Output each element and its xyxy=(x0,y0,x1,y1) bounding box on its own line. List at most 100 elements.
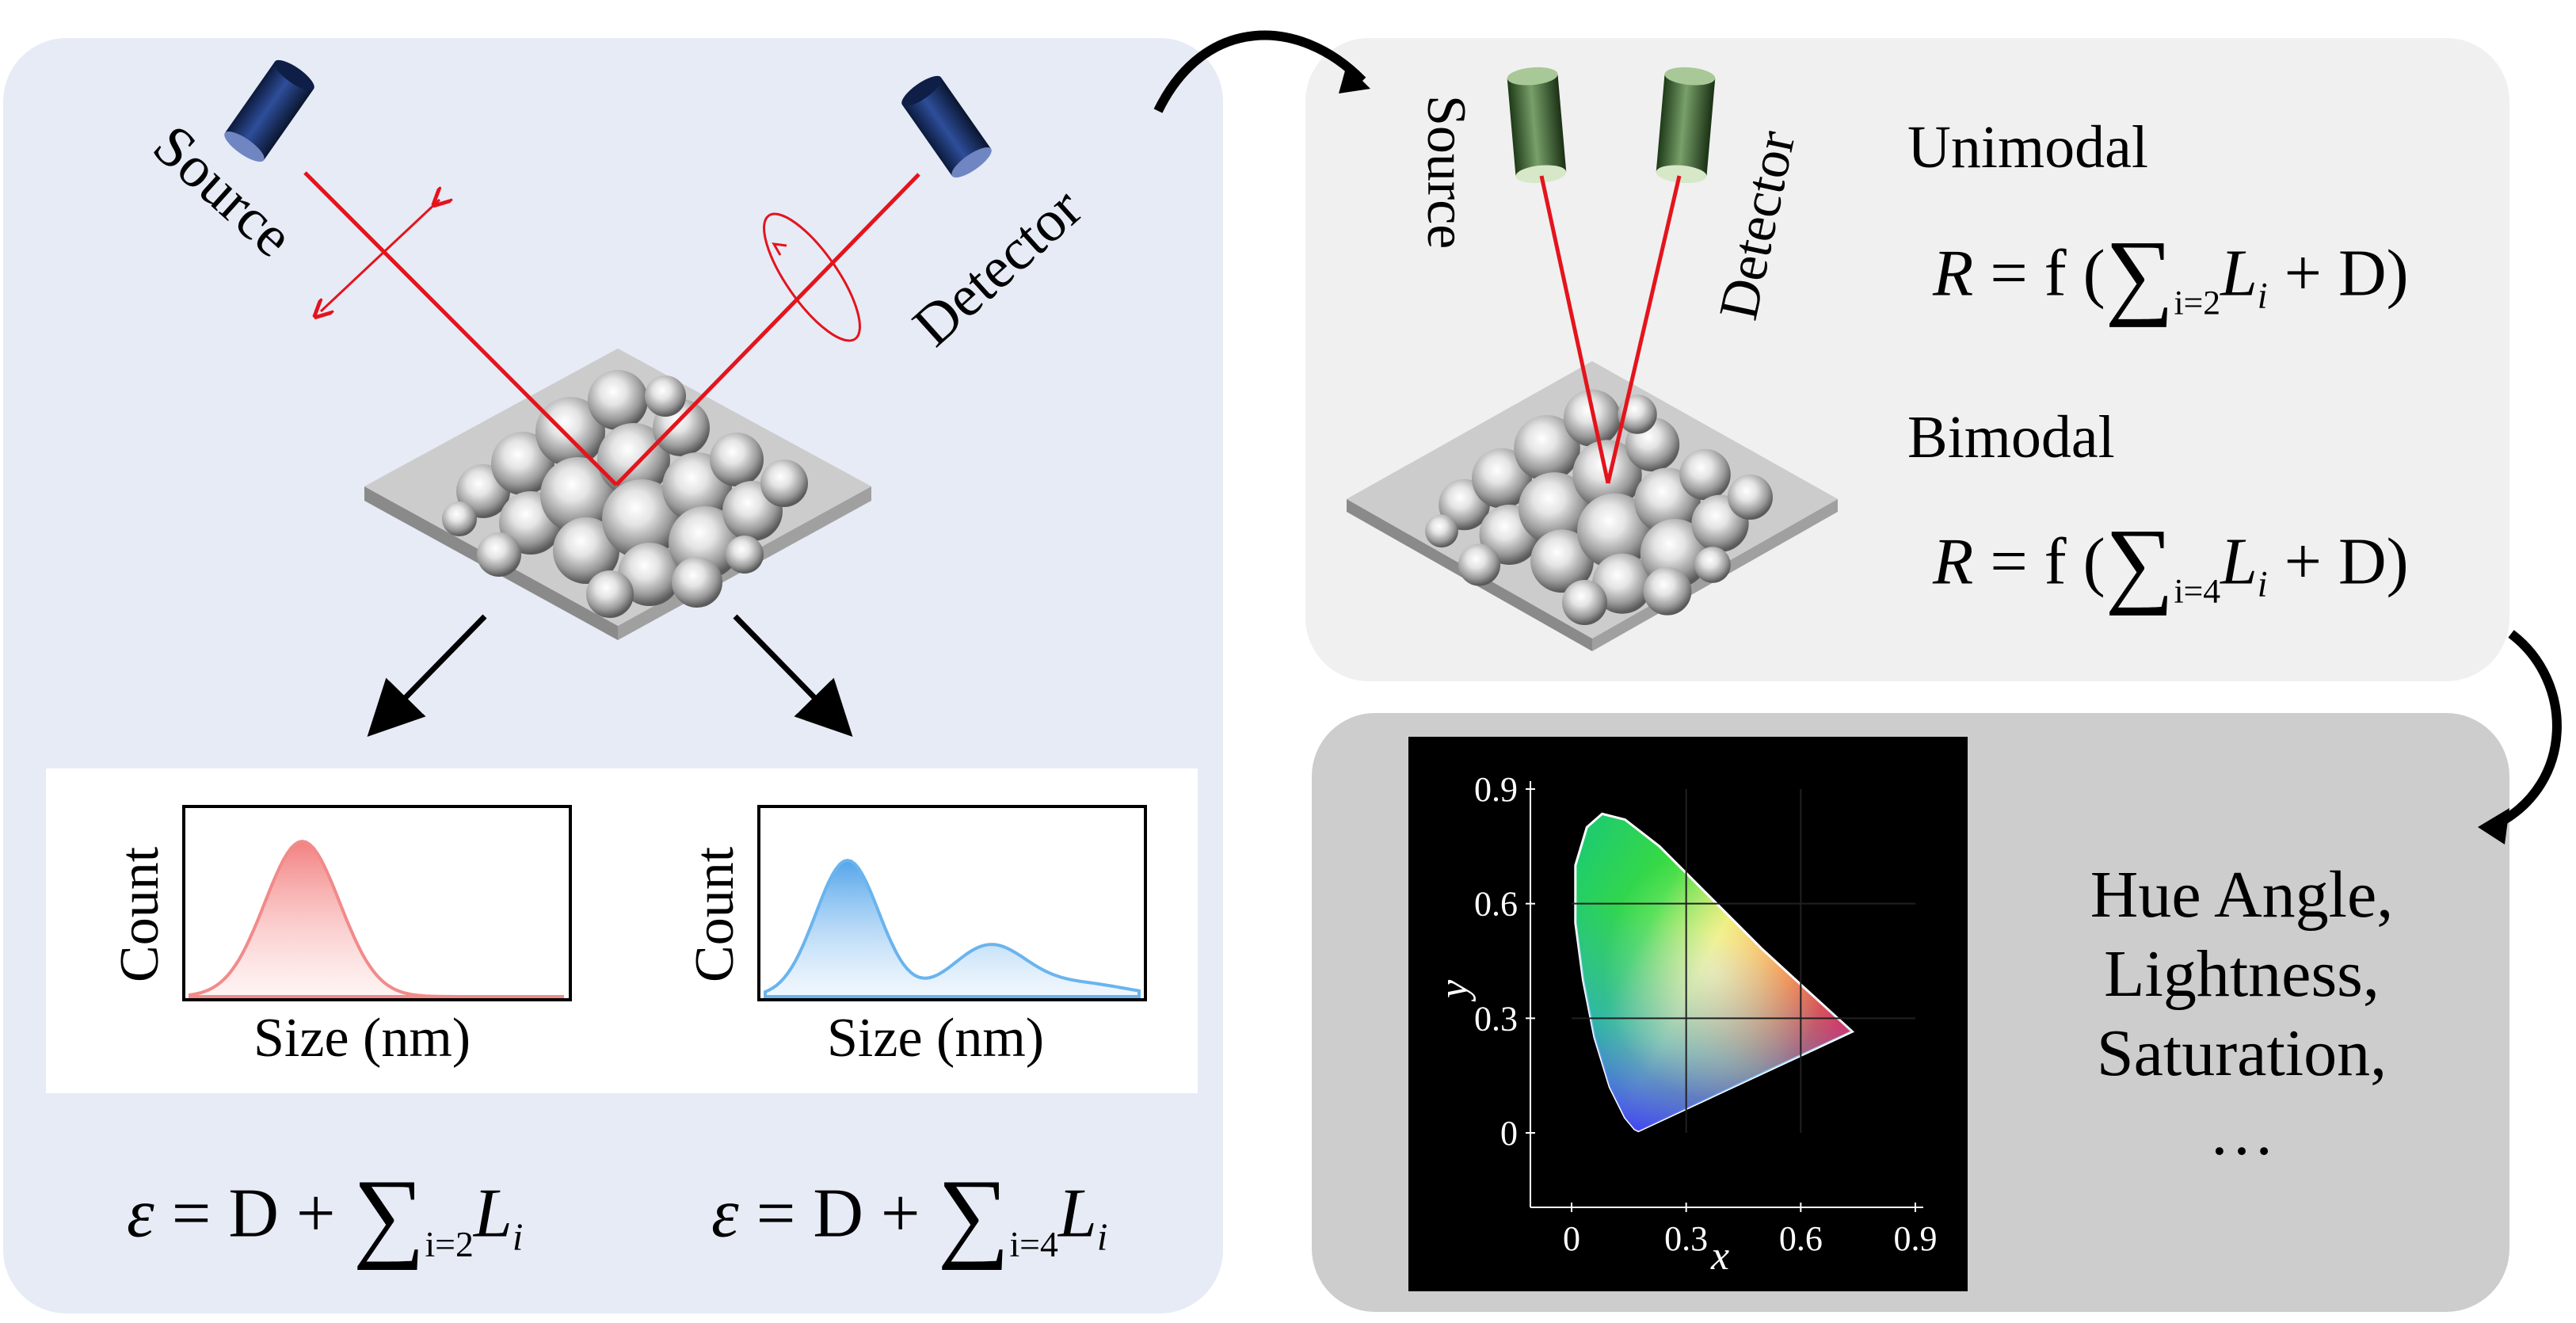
eq-lhs: R xyxy=(1933,524,1974,599)
eq-term: L xyxy=(2220,524,2258,599)
eq-tail: + D) xyxy=(2284,236,2409,311)
nanoparticle-substrate-left xyxy=(364,349,871,640)
x-tick-label: 0 xyxy=(1563,1219,1580,1258)
unimodal-distribution-curve xyxy=(189,839,564,998)
nanoparticle xyxy=(553,517,619,584)
source-device-icon-right xyxy=(1507,67,1567,184)
sum-index: i=4 xyxy=(1009,1223,1058,1264)
eq-epsilon-unimodal: ε = D + ∑i=2Li xyxy=(127,1164,524,1266)
bimodal-ylabel: Count xyxy=(684,846,745,982)
nanoparticle xyxy=(1562,580,1607,625)
chart-xlabel: x xyxy=(1711,1233,1730,1279)
bimodal-distribution-curve xyxy=(764,858,1141,998)
detector-device-icon xyxy=(901,75,992,178)
eq-lhs: R xyxy=(1933,236,1974,311)
arrow-to-unimodal xyxy=(367,614,487,738)
gamut-white-point xyxy=(1575,814,1853,1131)
nanoparticle-substrate-right xyxy=(1347,361,1838,651)
eq-term-sub: i xyxy=(1096,1216,1108,1259)
nanoparticle xyxy=(442,501,477,536)
nanoparticle xyxy=(588,370,648,430)
nanoparticle xyxy=(535,397,605,467)
nanoparticle xyxy=(760,459,808,507)
nanoparticle xyxy=(1679,448,1731,501)
nanoparticle xyxy=(1728,475,1773,520)
sum-symbol: ∑ xyxy=(937,1158,1010,1271)
bimodal-xlabel: Size (nm) xyxy=(827,1008,1045,1069)
eq-body: = D + xyxy=(756,1175,920,1252)
nanoparticle xyxy=(672,557,722,608)
eq-mid: = f ( xyxy=(1990,236,2105,311)
x-tick-label: 0.3 xyxy=(1664,1219,1708,1258)
nanoparticle xyxy=(1530,529,1594,593)
elliptical-polarization-icon xyxy=(763,212,861,342)
x-tick-label: 0.9 xyxy=(1894,1219,1938,1258)
nanoparticle xyxy=(597,423,670,496)
nanoparticle xyxy=(1518,472,1591,545)
nanoparticle xyxy=(1425,514,1458,548)
color-properties-list: Hue Angle,Lightness,Saturation,… xyxy=(2028,856,2456,1172)
transition-arrow-top xyxy=(1153,30,1366,113)
nanoparticle xyxy=(1643,566,1692,616)
nanoparticle xyxy=(477,532,521,577)
eq-term-sub: i xyxy=(2257,275,2268,316)
reflected-beam xyxy=(615,173,920,486)
nanoparticle xyxy=(1472,448,1532,509)
property-item: Lightness, xyxy=(2104,937,2380,1011)
polarization-arrow xyxy=(321,200,440,311)
nanoparticle xyxy=(1514,414,1580,482)
arrow-to-bimodal xyxy=(733,614,853,738)
detector-device-icon-right xyxy=(1656,67,1716,184)
nanoparticle xyxy=(491,432,554,495)
y-tick-label: 0.9 xyxy=(1474,770,1518,809)
nanoparticle xyxy=(645,376,686,417)
eq-r-bimodal: R = f (∑i=4Li + D) xyxy=(1933,515,2409,612)
property-item: Hue Angle, xyxy=(2090,858,2394,932)
nanoparticle xyxy=(1458,543,1501,586)
eq-r-unimodal: R = f (∑i=2Li + D) xyxy=(1933,227,2409,323)
eq-term-sub: i xyxy=(512,1216,524,1259)
eq-lhs: ε xyxy=(127,1175,154,1252)
sum-index: i=2 xyxy=(2174,284,2221,322)
y-tick-label: 0.3 xyxy=(1474,999,1518,1038)
y-tick-label: 0.6 xyxy=(1474,885,1518,924)
nanoparticle xyxy=(586,570,634,618)
sum-symbol: ∑ xyxy=(2105,509,2174,616)
unimodal-title: Unimodal xyxy=(1907,114,2148,181)
nanoparticle xyxy=(602,479,681,559)
bimodal-title: Bimodal xyxy=(1907,404,2115,471)
property-item: … xyxy=(2208,1096,2275,1169)
unimodal-ylabel: Count xyxy=(109,846,170,982)
eq-lhs: ε xyxy=(711,1175,739,1252)
nanoparticle xyxy=(1694,547,1731,583)
nanoparticle xyxy=(540,457,616,533)
sum-index: i=4 xyxy=(2174,572,2221,611)
eq-term: L xyxy=(473,1175,513,1252)
eq-term: L xyxy=(1057,1175,1097,1252)
eq-body: = D + xyxy=(171,1175,336,1252)
nanoparticle xyxy=(618,543,681,606)
reflected-beam-right xyxy=(1606,175,1682,484)
nanoparticle xyxy=(1592,553,1652,614)
sum-symbol: ∑ xyxy=(352,1158,425,1271)
left-panel xyxy=(3,38,1223,1313)
transition-arrow-right xyxy=(2494,630,2562,829)
x-tick-label: 0.6 xyxy=(1779,1219,1823,1258)
source-device-icon xyxy=(224,59,314,162)
property-item: Saturation, xyxy=(2096,1016,2387,1090)
nanoparticle xyxy=(710,433,764,486)
sum-symbol: ∑ xyxy=(2105,221,2174,328)
unimodal-xlabel: Size (nm) xyxy=(253,1008,471,1069)
eq-tail: + D) xyxy=(2284,524,2409,599)
eq-term-sub: i xyxy=(2257,563,2268,604)
eq-mid: = f ( xyxy=(1990,524,2105,599)
nanoparticle xyxy=(1577,493,1652,569)
eq-epsilon-bimodal: ε = D + ∑i=4Li xyxy=(711,1164,1108,1266)
source-label-right: Source xyxy=(1416,95,1477,250)
eq-term: L xyxy=(2220,236,2258,311)
sum-index: i=2 xyxy=(425,1223,474,1264)
nanoparticle xyxy=(726,536,764,574)
chart-ylabel: y xyxy=(1431,979,1477,998)
y-tick-label: 0 xyxy=(1500,1114,1518,1153)
